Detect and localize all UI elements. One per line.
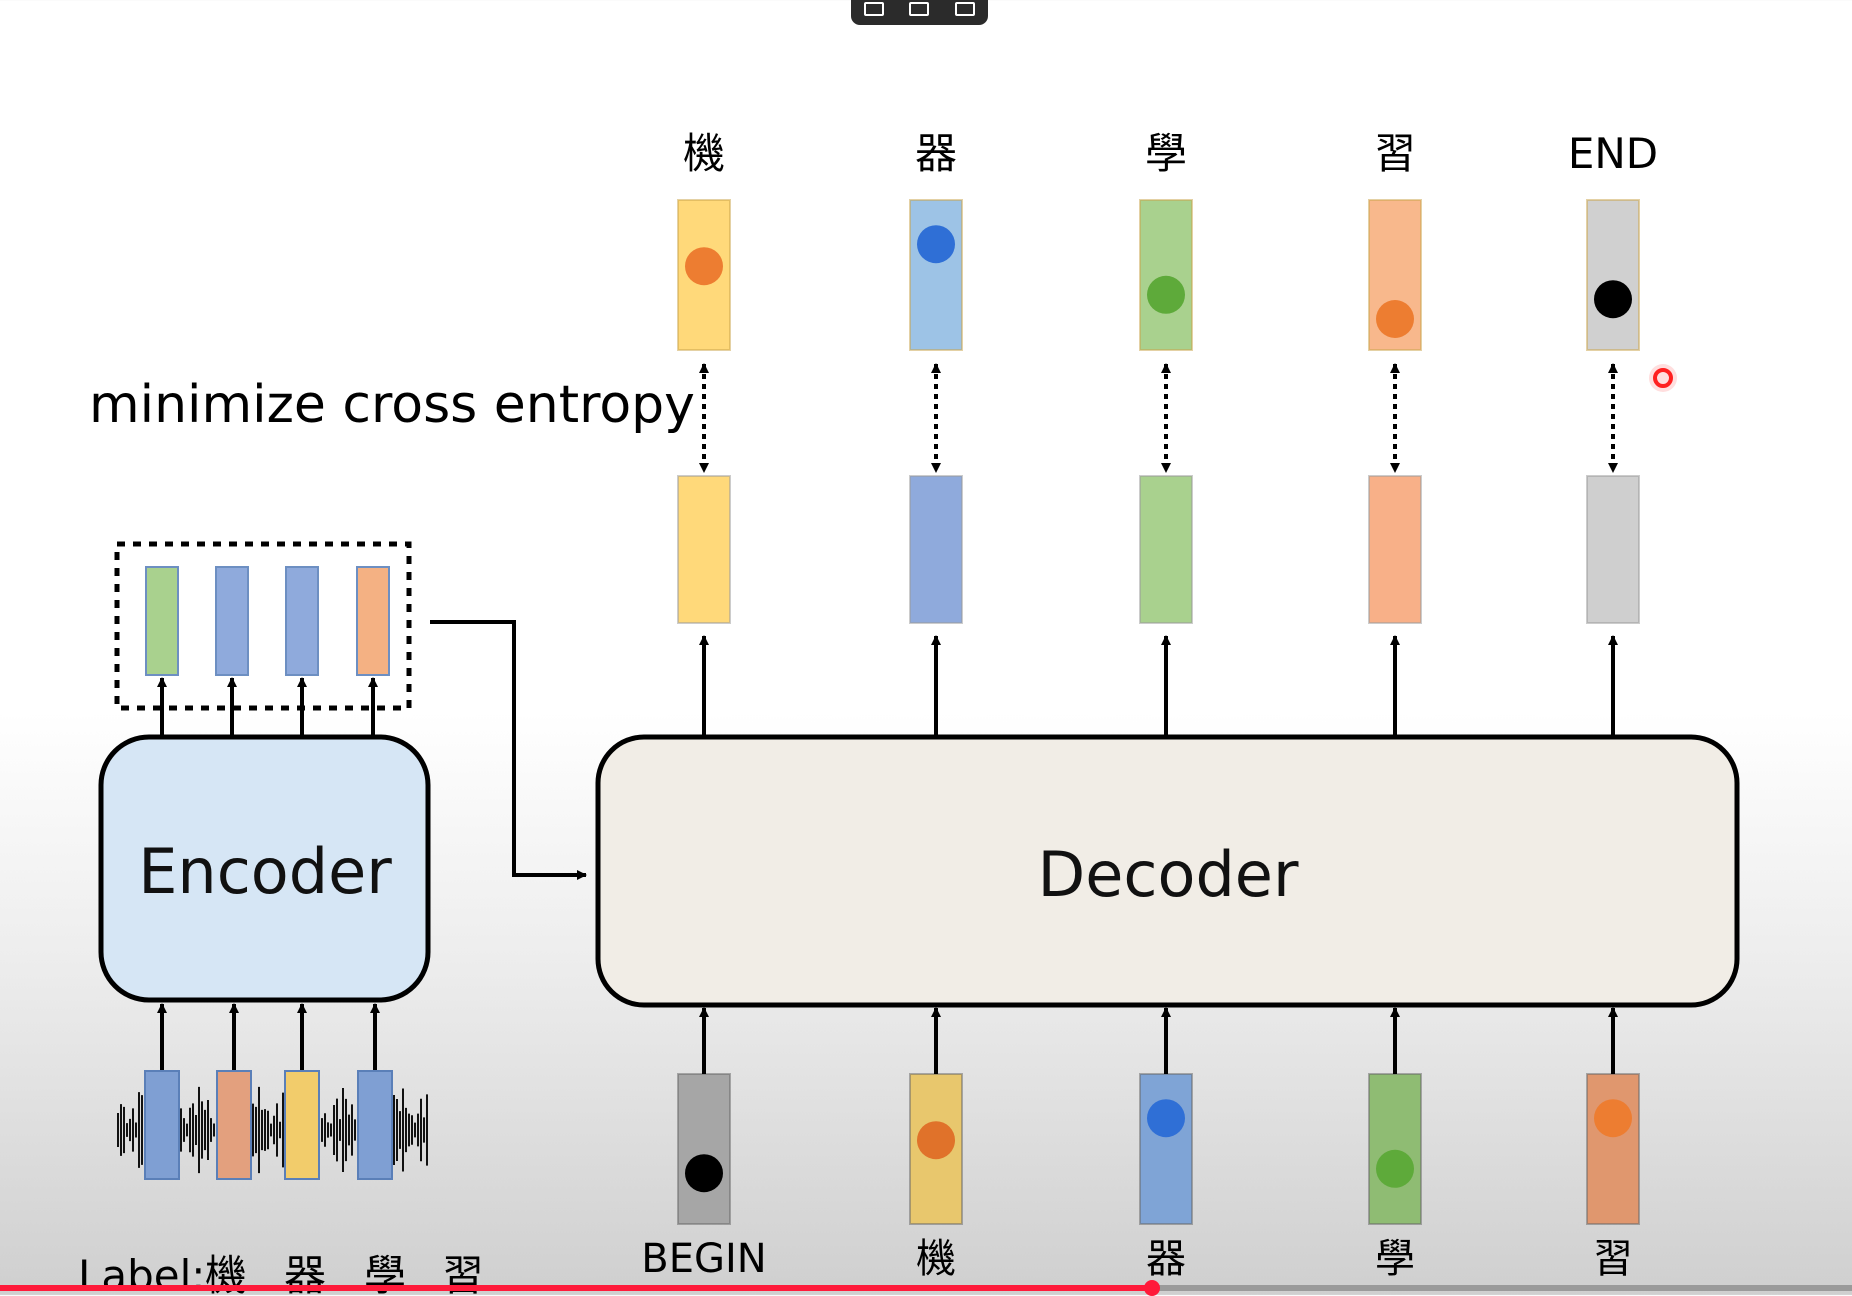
video-progress-bar[interactable]: [0, 1280, 1852, 1296]
target-distribution-vector: [909, 199, 963, 351]
notes-icon[interactable]: [955, 1, 976, 16]
decoder-step: 習學: [1368, 129, 1422, 1282]
target-dot: [1594, 280, 1632, 319]
encoder-input-arrows: [157, 1003, 380, 1070]
encoder-output-vector: [215, 566, 249, 676]
encoder-input-vector: [216, 1070, 252, 1180]
decoder-input-dot: [685, 1154, 723, 1193]
encoder-box: [98, 734, 431, 1003]
encoder-label: Encoder: [138, 835, 392, 908]
video-progress-fill: [0, 1285, 1152, 1291]
decoder-step: 學器: [1139, 129, 1193, 1282]
decoder-input-token-label: BEGIN: [641, 1236, 766, 1282]
objective-label: minimize cross entropy: [89, 375, 695, 435]
decoder-output-vector: [677, 475, 731, 624]
screen-record-icon[interactable]: [909, 1, 930, 16]
target-dot: [917, 225, 955, 264]
decoder-input-dot: [1376, 1149, 1414, 1188]
encoder-input-vector: [357, 1070, 393, 1180]
target-distribution-vector: [1139, 199, 1193, 351]
target-token-label: 器: [915, 129, 957, 178]
video-scrubber-handle[interactable]: [1143, 1280, 1160, 1296]
decoder-step: 機 BEGIN: [641, 129, 766, 1282]
decoder-output-vector: [1586, 475, 1640, 624]
decoder-step: END 習: [1568, 129, 1658, 1282]
encoder-input-vector: [144, 1070, 180, 1180]
decoder-output-vector: [1139, 475, 1193, 624]
video-toolbar: [851, 0, 988, 25]
decoder-input-token-label: 習: [1593, 1236, 1633, 1282]
decoder-input-token-label: 機: [916, 1236, 956, 1282]
decoder-input-token-label: 學: [1375, 1236, 1415, 1282]
encoder-to-decoder-arrow: [430, 620, 587, 880]
target-distribution-vector: [1586, 199, 1640, 351]
target-token-label: 機: [683, 129, 725, 178]
encoder-inputs: [144, 1070, 393, 1180]
decoder-input-token-label: 器: [1146, 1236, 1186, 1282]
decoder-input-vector: [1368, 1073, 1422, 1225]
target-token-label: END: [1568, 129, 1658, 178]
encoder-output-frame: [114, 541, 412, 711]
decoder-input-dot: [1594, 1099, 1632, 1138]
target-dot: [1376, 300, 1414, 338]
decoder-input-dot: [1147, 1099, 1185, 1138]
target-token-label: 學: [1145, 129, 1187, 178]
encoder-output-vector: [285, 566, 319, 676]
decoder-step: 器機: [909, 129, 963, 1282]
encoder-output-vector: [356, 566, 390, 676]
encoder-output-vector: [145, 566, 179, 676]
decoder-label: Decoder: [1038, 838, 1299, 911]
encoder-outputs: [145, 566, 390, 676]
target-dot: [1147, 275, 1185, 314]
target-dot: [685, 247, 723, 286]
decoder-output-vector: [1368, 475, 1422, 624]
decoder-output-vector: [909, 475, 963, 624]
decoder-input-vector: [1139, 1073, 1193, 1225]
decoder-input-vector: [677, 1073, 731, 1225]
encoder-input-vector: [284, 1070, 320, 1180]
decoder-input-dot: [917, 1121, 955, 1160]
target-token-label: 習: [1374, 129, 1416, 178]
encoder-output-arrows: [157, 677, 378, 737]
picture-in-picture-icon[interactable]: [863, 1, 884, 16]
decoder-input-vector: [1586, 1073, 1640, 1225]
laser-pointer-icon: [1653, 368, 1673, 388]
